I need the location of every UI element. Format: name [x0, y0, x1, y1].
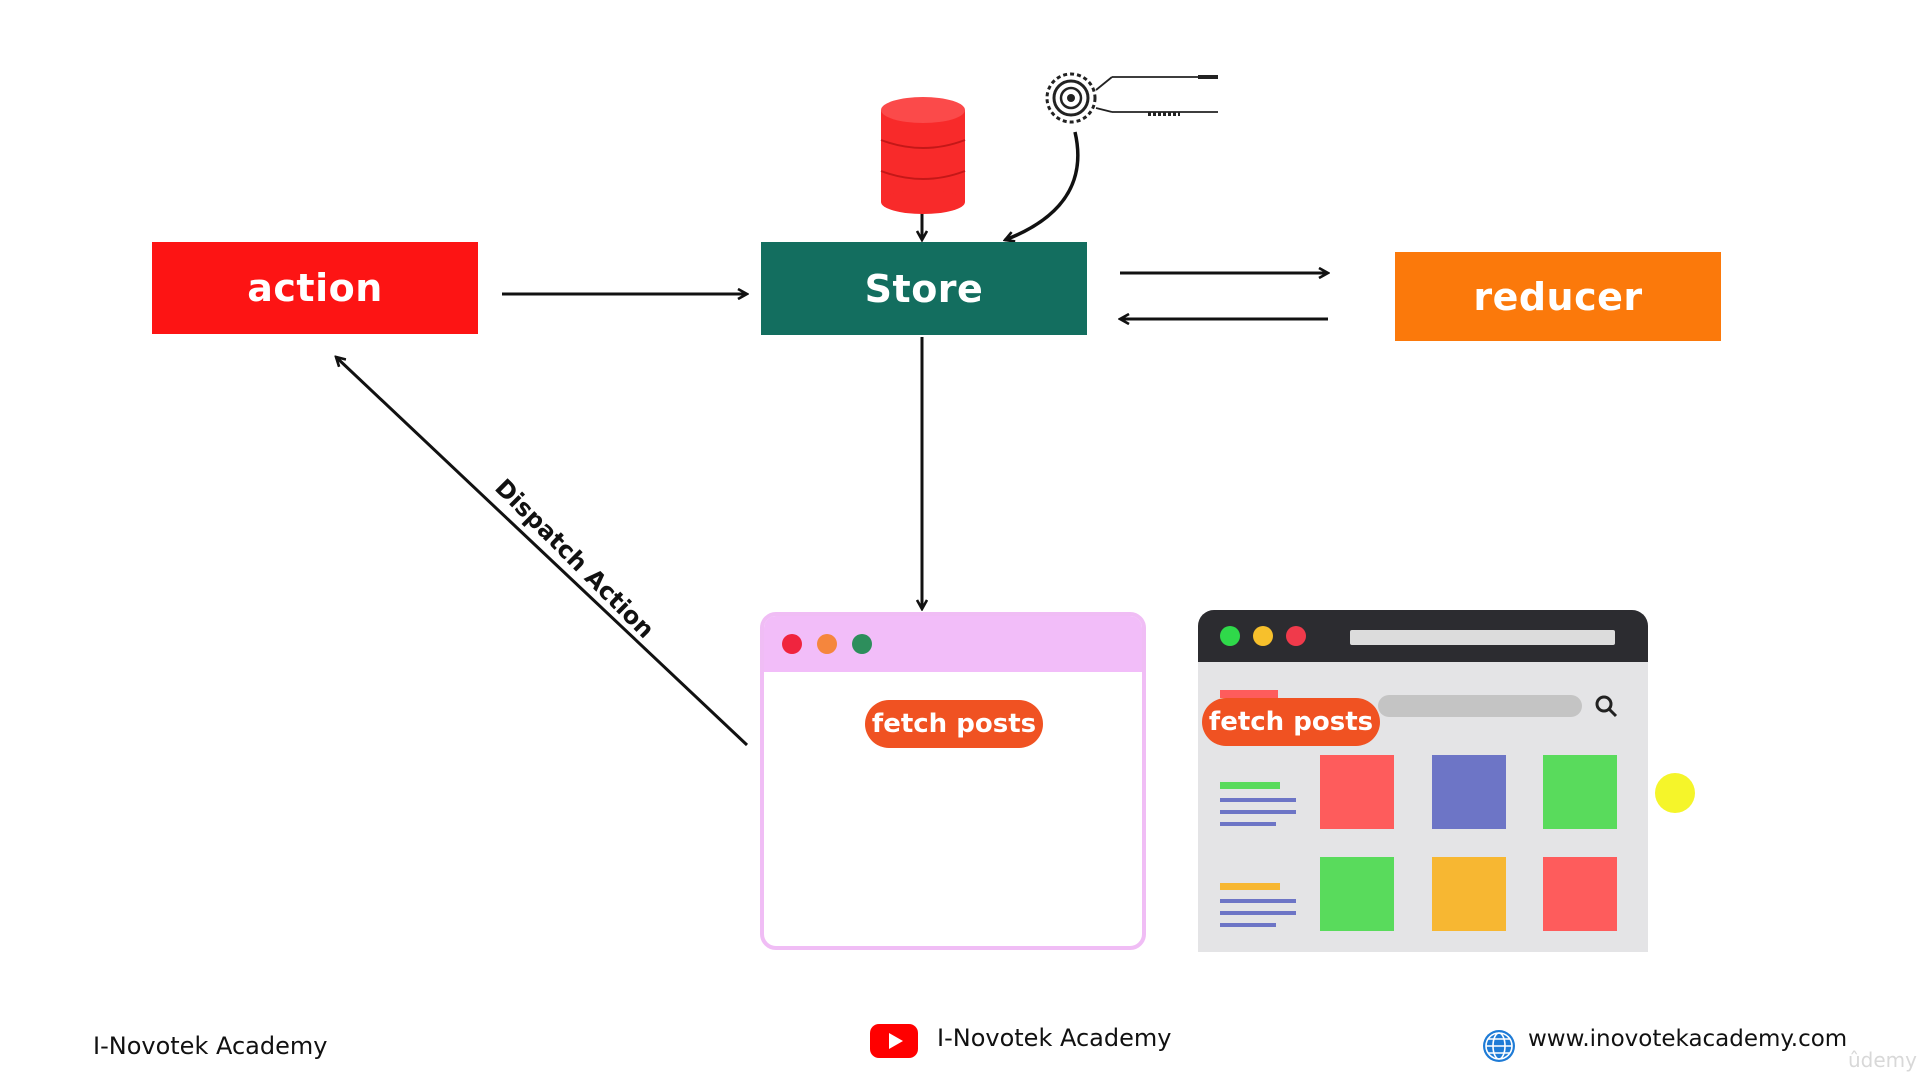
text-line — [1220, 798, 1296, 802]
reducer-box: reducer — [1395, 252, 1721, 341]
text-line — [1220, 923, 1276, 927]
text-line — [1220, 782, 1280, 789]
window-content — [1220, 690, 1618, 931]
tile — [1432, 857, 1506, 931]
action-label: action — [247, 266, 383, 310]
view-window-dark — [1198, 610, 1648, 952]
window-dot-red — [782, 634, 802, 654]
text-line — [1220, 883, 1280, 890]
window-dot-yellow — [1253, 626, 1273, 646]
window-dot-green — [852, 634, 872, 654]
tile — [1543, 857, 1617, 931]
view-window-pink — [760, 612, 1146, 950]
header-accent — [1220, 690, 1278, 698]
tech-circle-icon — [1045, 72, 1218, 124]
tile — [1320, 857, 1394, 931]
action-box: action — [152, 242, 478, 334]
udemy-watermark: ûdemy — [1848, 1048, 1917, 1072]
fetch-posts-button[interactable]: fetch posts — [865, 700, 1043, 748]
store-box: Store — [761, 242, 1087, 335]
window-titlebar — [1198, 610, 1648, 662]
store-label: Store — [864, 266, 984, 311]
text-line — [1220, 810, 1296, 814]
tile — [1543, 755, 1617, 829]
youtube-icon — [870, 1024, 918, 1058]
tile — [1432, 755, 1506, 829]
window-dot-orange — [817, 634, 837, 654]
footer-brand-left: I-Novotek Academy — [93, 1032, 328, 1060]
footer-website-link[interactable]: www.inovotekacademy.com — [1528, 1026, 1848, 1052]
globe-icon — [1483, 1030, 1515, 1062]
text-line — [1220, 899, 1296, 903]
cursor-highlight — [1655, 773, 1695, 813]
url-bar — [1350, 630, 1615, 645]
window-titlebar — [764, 616, 1142, 672]
tile — [1320, 755, 1394, 829]
text-line — [1220, 822, 1276, 826]
database-icon — [880, 97, 966, 214]
window-dot-green — [1220, 626, 1240, 646]
search-bar — [1378, 695, 1582, 717]
reducer-label: reducer — [1473, 274, 1643, 319]
text-line — [1220, 911, 1296, 915]
fetch-posts-button[interactable]: fetch posts — [1202, 698, 1380, 746]
arrow-circle-to-store — [1005, 131, 1080, 240]
search-icon — [1595, 695, 1618, 718]
window-dot-red — [1286, 626, 1306, 646]
footer-youtube-channel[interactable]: I-Novotek Academy — [937, 1024, 1172, 1052]
arrow-dispatch-action — [336, 357, 749, 747]
